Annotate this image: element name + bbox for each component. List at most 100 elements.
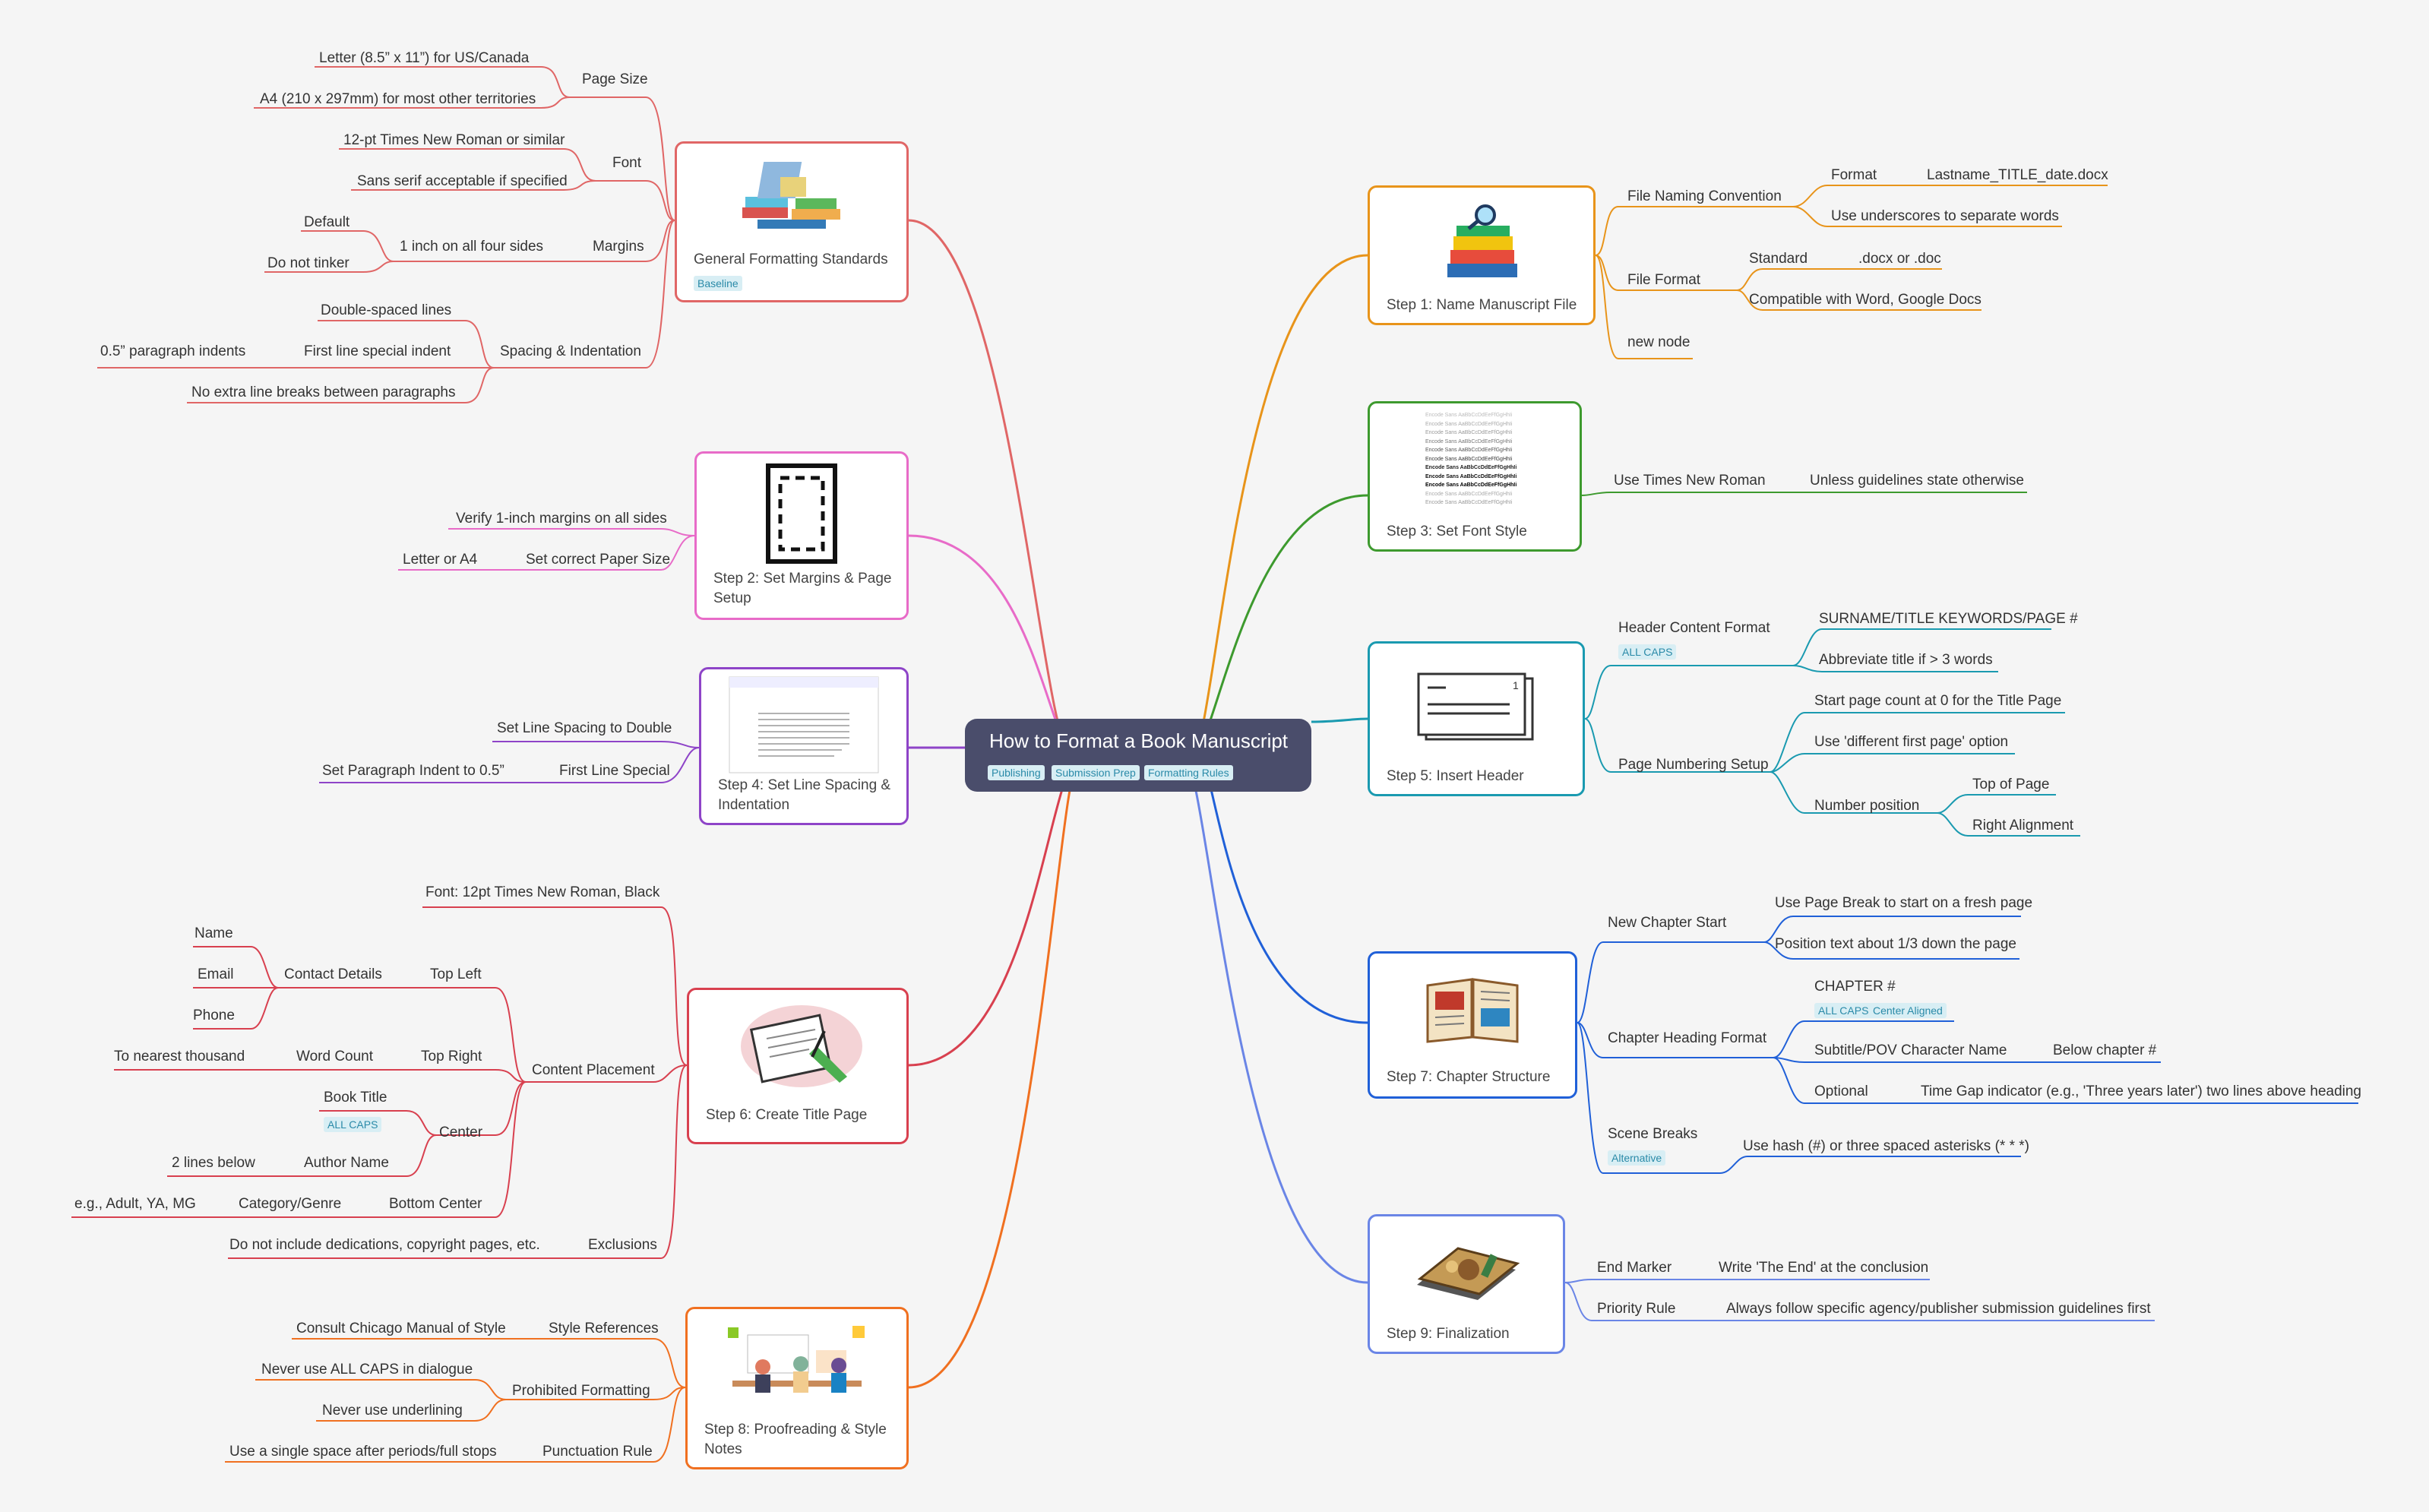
node-page-numbering[interactable]: Page Numbering Setup	[1618, 757, 1769, 773]
branch-step3-font-style[interactable]: Encode Sans AaBbCcDdEeFfGgHhIi Encode Sa…	[1368, 401, 1582, 552]
node-first-line-indent[interactable]: First line special indent	[304, 343, 451, 359]
node-file-naming[interactable]: File Naming Convention	[1627, 188, 1782, 204]
node-verify-margins[interactable]: Verify 1-inch margins on all sides	[456, 511, 667, 527]
node-subtitle-pov[interactable]: Subtitle/POV Character Name	[1814, 1042, 2007, 1058]
node-write-the-end[interactable]: Write 'The End' at the conclusion	[1719, 1260, 1929, 1276]
baseline-tag: Baseline	[694, 276, 742, 291]
node-letter-size[interactable]: Letter (8.5” x 11”) for US/Canada	[319, 50, 530, 66]
node-do-not-tinker[interactable]: Do not tinker	[267, 255, 349, 271]
node-category-genre[interactable]: Category/Genre	[239, 1196, 342, 1212]
node-scene-breaks[interactable]: Scene Breaks	[1608, 1126, 1698, 1142]
node-hash-asterisks[interactable]: Use hash (#) or three spaced asterisks (…	[1743, 1138, 2029, 1154]
root-topic[interactable]: How to Format a Book Manuscript Publishi…	[965, 719, 1311, 792]
node-nearest-thousand[interactable]: To nearest thousand	[114, 1049, 245, 1064]
node-genre-examples[interactable]: e.g., Adult, YA, MG	[74, 1196, 196, 1212]
branch-step8-proofreading[interactable]: Step 8: Proofreading & Style Notes	[685, 1307, 909, 1469]
branch-step9-finalization[interactable]: Step 9: Finalization	[1368, 1214, 1565, 1354]
font-sample-line: Encode Sans AaBbCcDdEeFfGgHhIi	[1425, 413, 1513, 418]
node-spacing-indentation[interactable]: Spacing & Indentation	[500, 343, 641, 359]
node-book-title[interactable]: Book Title	[324, 1090, 387, 1106]
all-caps-tag: ALL CAPS	[1814, 1003, 1873, 1018]
node-font[interactable]: Font	[612, 155, 642, 171]
node-one-third-down[interactable]: Position text about 1/3 down the page	[1775, 936, 2016, 952]
node-default[interactable]: Default	[304, 214, 350, 230]
node-top-left[interactable]: Top Left	[430, 966, 482, 982]
node-compatible[interactable]: Compatible with Word, Google Docs	[1749, 292, 1981, 308]
node-start-count[interactable]: Start page count at 0 for the Title Page	[1814, 693, 2062, 709]
node-title-page-font[interactable]: Font: 12pt Times New Roman, Black	[425, 884, 660, 900]
node-standard[interactable]: Standard	[1749, 251, 1808, 267]
node-number-position[interactable]: Number position	[1814, 798, 1920, 814]
node-contact-details[interactable]: Contact Details	[284, 966, 382, 982]
branch-step2-margins[interactable]: Step 2: Set Margins & Page Setup	[694, 451, 909, 620]
branch-step1-name-file[interactable]: Step 1: Name Manuscript File	[1368, 185, 1596, 325]
node-unless-guidelines[interactable]: Unless guidelines state otherwise	[1810, 473, 2024, 489]
node-format[interactable]: Format	[1831, 167, 1877, 183]
font-sample-line: Encode Sans AaBbCcDdEeFfGgHhIi	[1425, 482, 1517, 488]
node-new-node[interactable]: new node	[1627, 334, 1690, 350]
node-double-spaced[interactable]: Double-spaced lines	[321, 302, 452, 318]
node-use-tnr[interactable]: Use Times New Roman	[1614, 473, 1766, 489]
node-docx[interactable]: .docx or .doc	[1858, 251, 1941, 267]
node-exclusions[interactable]: Exclusions	[588, 1237, 657, 1253]
branch-general-formatting[interactable]: General Formatting Standards Baseline	[675, 141, 909, 302]
node-author-name[interactable]: Author Name	[304, 1155, 389, 1171]
node-top-of-page[interactable]: Top of Page	[1972, 777, 2050, 792]
node-center[interactable]: Center	[439, 1125, 483, 1140]
node-top-right[interactable]: Top Right	[421, 1049, 482, 1064]
node-time-gap[interactable]: Time Gap indicator (e.g., 'Three years l…	[1921, 1083, 2362, 1099]
node-style-references[interactable]: Style References	[549, 1321, 659, 1336]
node-chicago-manual[interactable]: Consult Chicago Manual of Style	[296, 1321, 506, 1336]
node-first-line-special[interactable]: First Line Special	[559, 763, 670, 779]
node-margins-1inch[interactable]: 1 inch on all four sides	[400, 239, 544, 255]
node-abbreviate-title[interactable]: Abbreviate title if > 3 words	[1819, 652, 1993, 668]
node-name[interactable]: Name	[195, 925, 233, 941]
node-optional[interactable]: Optional	[1814, 1083, 1868, 1099]
node-priority-rule[interactable]: Priority Rule	[1597, 1301, 1676, 1317]
branch-step4-line-spacing[interactable]: Step 4: Set Line Spacing & Indentation	[699, 667, 909, 825]
node-chapter-number[interactable]: CHAPTER #	[1814, 979, 1896, 995]
node-punctuation-rule[interactable]: Punctuation Rule	[542, 1444, 653, 1460]
node-email[interactable]: Email	[198, 966, 234, 982]
node-set-paper-size[interactable]: Set correct Paper Size	[526, 552, 671, 568]
node-no-extra-breaks[interactable]: No extra line breaks between paragraphs	[191, 384, 456, 400]
svg-text:1: 1	[1513, 679, 1519, 691]
node-page-break[interactable]: Use Page Break to start on a fresh page	[1775, 895, 2033, 911]
branch-step7-chapter-structure[interactable]: Step 7: Chapter Structure	[1368, 951, 1577, 1099]
node-use-underscores[interactable]: Use underscores to separate words	[1831, 208, 2059, 224]
node-format-value[interactable]: Lastname_TITLE_date.docx	[1927, 167, 2108, 183]
node-surname-title[interactable]: SURNAME/TITLE KEYWORDS/PAGE #	[1819, 611, 2078, 627]
node-no-underlining[interactable]: Never use underlining	[322, 1403, 463, 1419]
node-different-first-page[interactable]: Use 'different first page' option	[1814, 734, 2009, 750]
node-word-count[interactable]: Word Count	[296, 1049, 374, 1064]
node-margins[interactable]: Margins	[593, 239, 644, 255]
node-font-tnr[interactable]: 12-pt Times New Roman or similar	[343, 132, 565, 148]
node-font-sans[interactable]: Sans serif acceptable if specified	[357, 173, 568, 189]
node-single-space[interactable]: Use a single space after periods/full st…	[229, 1444, 497, 1460]
node-file-format[interactable]: File Format	[1627, 272, 1701, 288]
node-phone[interactable]: Phone	[193, 1007, 235, 1023]
node-letter-or-a4[interactable]: Letter or A4	[403, 552, 478, 568]
node-no-all-caps-dialogue[interactable]: Never use ALL CAPS in dialogue	[261, 1362, 473, 1378]
node-page-size[interactable]: Page Size	[582, 71, 648, 87]
node-bottom-center[interactable]: Bottom Center	[389, 1196, 482, 1212]
node-new-chapter-start[interactable]: New Chapter Start	[1608, 915, 1727, 931]
node-prohibited-formatting[interactable]: Prohibited Formatting	[512, 1383, 650, 1399]
node-right-alignment[interactable]: Right Alignment	[1972, 818, 2074, 833]
node-below-chapter[interactable]: Below chapter #	[2053, 1042, 2157, 1058]
branch-step6-title-page[interactable]: Step 6: Create Title Page	[687, 988, 909, 1144]
node-two-lines-below[interactable]: 2 lines below	[172, 1155, 255, 1171]
branch-step5-insert-header[interactable]: 1 Step 5: Insert Header	[1368, 641, 1585, 796]
node-header-content-format[interactable]: Header Content Format	[1618, 620, 1770, 636]
node-chapter-heading-format[interactable]: Chapter Heading Format	[1608, 1030, 1767, 1046]
node-follow-guidelines[interactable]: Always follow specific agency/publisher …	[1726, 1301, 2151, 1317]
node-end-marker[interactable]: End Marker	[1597, 1260, 1672, 1276]
node-set-double-spacing[interactable]: Set Line Spacing to Double	[497, 720, 672, 736]
font-sample-line: Encode Sans AaBbCcDdEeFfGgHhIi	[1425, 500, 1513, 505]
node-content-placement[interactable]: Content Placement	[532, 1062, 655, 1078]
node-no-dedications[interactable]: Do not include dedications, copyright pa…	[229, 1237, 540, 1253]
node-set-indent[interactable]: Set Paragraph Indent to 0.5”	[322, 763, 504, 779]
node-half-inch-indents[interactable]: 0.5” paragraph indents	[100, 343, 246, 359]
node-a4-size[interactable]: A4 (210 x 297mm) for most other territor…	[260, 91, 536, 107]
